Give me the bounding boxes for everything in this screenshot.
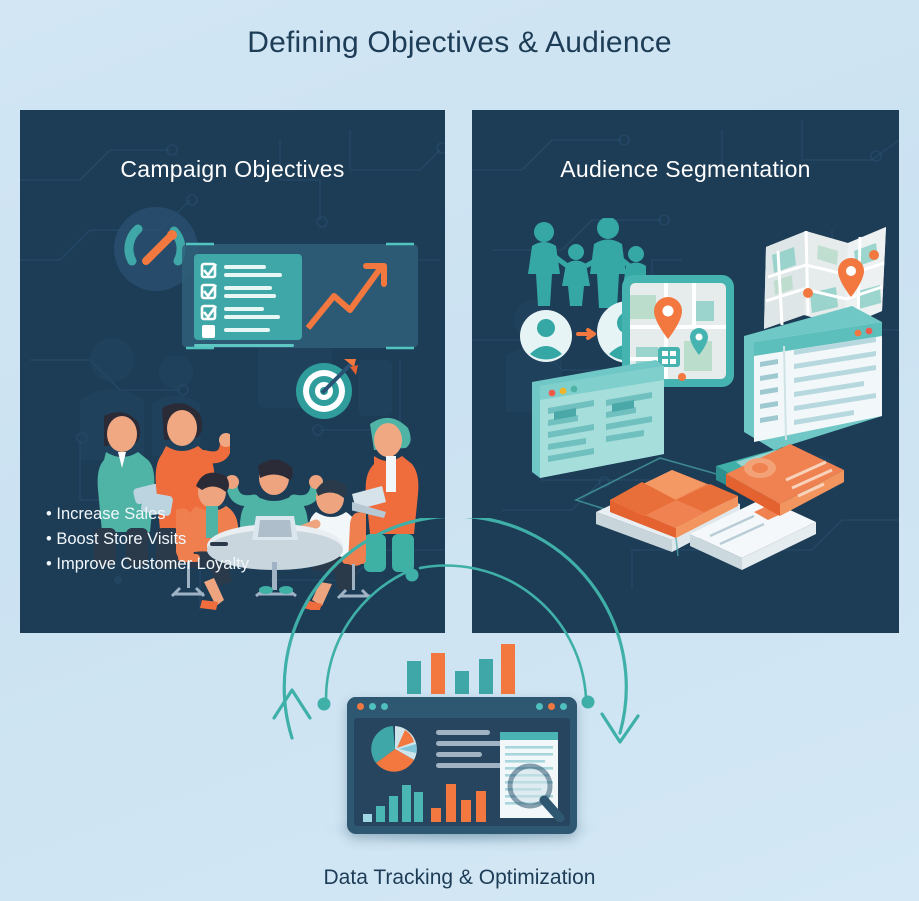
panel-title-audience-segmentation: Audience Segmentation [560, 156, 811, 182]
window-dot-teal [536, 703, 543, 710]
orange-arrow-icon [576, 328, 596, 340]
folded-paper-map [764, 227, 886, 329]
dashboard-screen [354, 718, 570, 826]
bullet-item: Improve Customer Loyalty [46, 552, 249, 577]
objectives-bullet-list: Increase Sales Boost Store Visits Improv… [46, 502, 249, 577]
window-dot-teal [369, 703, 376, 710]
pie-chart [371, 726, 417, 772]
bar-chart-floating [407, 644, 515, 694]
orange-bar-chart [431, 784, 486, 822]
analytics-dashboard-window [347, 697, 577, 834]
tablet-map-card [622, 275, 734, 387]
growth-arrow-chart [305, 263, 387, 330]
panel-audience-segmentation: Audience Segmentation [472, 110, 899, 633]
analytics-cycle-arrows [272, 518, 640, 744]
window-dot-orange [357, 703, 364, 710]
audience-document-window [744, 306, 882, 450]
meeting-laptop [244, 516, 306, 546]
checklist-board [182, 242, 418, 350]
panel-campaign-objectives: Campaign Objectives [20, 110, 445, 633]
teal-bar-chart [363, 785, 423, 822]
page-title: Defining Objectives & Audience [247, 26, 672, 59]
window-dot-orange [548, 703, 555, 710]
donut-chart-card [726, 444, 844, 516]
envelope-mail-icon [610, 470, 738, 538]
location-pin-icon-small [690, 328, 708, 355]
browser-title-bar [347, 697, 577, 715]
speedometer-icon [114, 207, 198, 291]
target-dartboard-icon [296, 359, 358, 419]
bottom-caption: Data Tracking & Optimization [323, 866, 596, 889]
bullet-item: Increase Sales [46, 502, 249, 527]
bullet-item: Boost Store Visits [46, 527, 249, 552]
location-pin-icon [838, 258, 864, 297]
browser-window-list [532, 360, 664, 478]
avatar-badge-small [520, 310, 572, 362]
window-dot-teal [381, 703, 388, 710]
meeting-chair-right [336, 512, 372, 600]
outer-cycle-arrow [272, 518, 640, 744]
inner-cycle-arrow [317, 564, 595, 711]
magnifier-icon [507, 763, 565, 822]
location-pin-icon [654, 297, 682, 339]
person-with-laptop [352, 417, 419, 572]
window-dot-teal [560, 703, 567, 710]
panel-title-campaign-objectives: Campaign Objectives [120, 156, 345, 182]
document-with-magnifier [500, 732, 565, 822]
